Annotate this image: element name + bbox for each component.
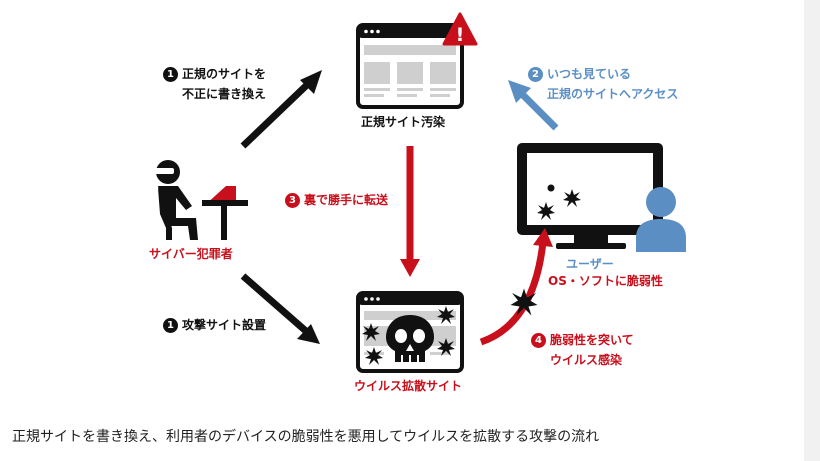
step1-badge: 1 bbox=[163, 67, 178, 82]
arrow-attacker-to-legit-site bbox=[240, 70, 322, 149]
step1-rewrite-line2: 不正に書き換え bbox=[182, 87, 267, 101]
warning-icon: ! bbox=[442, 12, 478, 46]
step1-setup-text: 攻撃サイト設置 bbox=[182, 318, 267, 332]
step2-access-line2: 正規のサイトへアクセス bbox=[547, 87, 679, 101]
legit-site-label: 正規サイト汚染 bbox=[361, 115, 446, 129]
step4-infect-label: 4 脆弱性を突いて ウイルス感染 bbox=[531, 330, 634, 370]
step2-badge: 2 bbox=[528, 67, 543, 82]
step4-infect-line2: ウイルス感染 bbox=[550, 353, 623, 367]
attacker-label: サイバー犯罪者 bbox=[149, 247, 233, 261]
figure-caption: 正規サイトを書き換え、利用者のデバイスの脆弱性を悪用してウイルスを拡散する攻撃の… bbox=[12, 429, 600, 445]
user-person-icon bbox=[636, 187, 686, 252]
arrow-legit-to-virus-site bbox=[400, 146, 420, 277]
arrow-user-to-legit-site bbox=[508, 80, 559, 131]
step1-rewrite-label: 1 正規のサイトを 不正に書き換え bbox=[163, 64, 266, 104]
step1-setup-badge: 1 bbox=[163, 318, 178, 333]
step4-infect-line1: 脆弱性を突いて bbox=[550, 333, 634, 347]
skull-icon bbox=[386, 315, 434, 362]
step3-badge: 3 bbox=[285, 193, 300, 208]
step1-rewrite-line1: 正規のサイトを bbox=[182, 67, 267, 81]
step3-transfer-label: 3 裏で勝手に転送 bbox=[285, 190, 388, 210]
arrow-virus-site-to-monitor bbox=[479, 228, 553, 346]
step4-badge: 4 bbox=[531, 333, 546, 348]
arrow-attacker-to-virus-site bbox=[240, 273, 320, 344]
legit-site-window-icon bbox=[356, 23, 464, 109]
warning-mark: ! bbox=[456, 24, 465, 46]
step2-access-line1: いつも見ている bbox=[547, 67, 632, 81]
hacker-at-laptop-icon bbox=[154, 160, 248, 240]
user-vulnerability-label: OS・ソフトに脆弱性 bbox=[548, 274, 663, 288]
virus-site-label: ウイルス拡散サイト bbox=[354, 379, 463, 393]
page-edge-strip bbox=[804, 0, 820, 461]
step2-access-label: 2 いつも見ている 正規のサイトへアクセス bbox=[528, 64, 678, 104]
step1-setup-label: 1 攻撃サイト設置 bbox=[163, 315, 266, 335]
step3-transfer-text: 裏で勝手に転送 bbox=[304, 193, 389, 207]
user-label: ユーザー bbox=[566, 257, 614, 271]
